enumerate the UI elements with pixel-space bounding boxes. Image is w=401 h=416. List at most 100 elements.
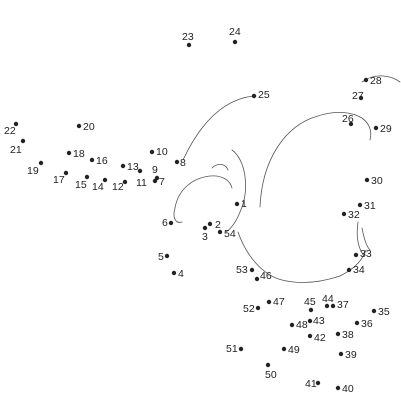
dot-marker [120,163,126,169]
dot-17: 17 [53,170,69,186]
dot-marker [89,157,95,163]
dot-marker [76,123,82,129]
dot-marker [373,125,379,131]
dot-36: 36 [354,318,373,330]
dot-marker [238,346,244,352]
dot-number: 18 [73,148,85,160]
dot-13: 13 [120,161,139,173]
dot-37: 37 [330,299,349,311]
dot-number: 10 [156,146,168,158]
dot-number: 9 [152,164,158,176]
dot-32: 32 [341,209,360,221]
dot-39: 39 [338,349,357,361]
dot-marker [149,149,155,155]
dot-number: 48 [296,319,308,331]
dot-number: 44 [322,293,334,305]
dot-marker [249,267,255,273]
dot-marker [354,320,360,326]
dot-number: 12 [112,181,124,193]
outline-eye [211,164,229,171]
dot-number: 37 [337,299,349,311]
dot-number: 3 [202,231,208,243]
dot-marker [122,179,128,185]
dot-number: 15 [75,179,87,191]
dot-marker [364,177,370,183]
dot-marker [266,299,272,305]
outline-back [259,112,372,208]
dot-marker [13,121,19,127]
dot-marker [154,175,160,181]
dot-1: 1 [234,198,247,210]
dot-14: 14 [92,177,108,193]
dot-5: 5 [158,251,170,263]
dot-marker [353,252,359,258]
dot-41: 41 [305,378,321,390]
dot-marker [66,150,72,156]
dot-16: 16 [89,155,108,167]
outline-head-curve [225,149,246,233]
dot-number: 2 [215,219,221,231]
dot-number: 28 [370,75,382,87]
dot-marker [207,221,213,227]
dot-19: 19 [27,160,44,177]
dot-11: 11 [136,168,147,189]
dot-number: 46 [260,270,272,282]
dot-10: 10 [149,146,168,158]
dot-42: 42 [307,332,326,344]
dot-marker [363,77,369,83]
dot-marker [371,308,377,314]
dot-number: 38 [342,329,354,341]
dot-number: 49 [288,344,300,356]
dot-number: 6 [162,217,168,229]
dot-number: 20 [83,121,95,133]
dot-53: 53 [236,264,255,276]
dot-27: 27 [352,90,364,102]
dot-marker [338,351,344,357]
dot-number: 23 [182,31,194,43]
dot-marker [84,174,90,180]
dot-number: 45 [304,296,316,308]
dot-number: 36 [361,318,373,330]
dot-number: 47 [273,296,285,308]
dot-24: 24 [229,26,241,45]
dot-number: 1 [241,198,247,210]
dot-number: 35 [378,306,390,318]
dot-43: 43 [307,315,325,327]
dot-25: 25 [251,89,270,101]
dot-47: 47 [266,296,285,308]
dot-marker [171,270,177,276]
dot-marker [137,168,143,174]
dot-number: 54 [224,228,236,240]
dot-15: 15 [75,174,90,191]
dot-marker [217,229,223,235]
dot-marker [289,322,295,328]
dot-22: 22 [4,121,19,137]
outline-belly [339,249,367,277]
dot-marker [308,307,314,313]
dot-marker [358,95,364,101]
dot-marker [335,331,341,337]
dot-number: 5 [158,251,164,263]
dot-marker [335,385,341,391]
dot-number: 21 [10,144,22,156]
dot-marker [324,303,330,309]
dot-number: 16 [96,155,108,167]
dot-marker [357,202,363,208]
dot-number: 7 [159,176,165,188]
dot-29: 29 [373,123,392,135]
dot-38: 38 [335,329,354,341]
dot-23: 23 [182,31,194,48]
dot-50: 50 [265,362,277,381]
dot-number: 30 [371,175,383,187]
dot-marker [232,39,238,45]
dot-52: 52 [243,303,261,315]
dot-number: 8 [180,157,186,169]
dot-marker [63,170,69,176]
dot-marker [20,138,26,144]
dot-number: 17 [53,174,65,186]
dot-marker [265,362,271,368]
outline-trunk-upper [174,175,233,209]
dot-number: 42 [314,332,326,344]
dot-12: 12 [112,179,128,193]
